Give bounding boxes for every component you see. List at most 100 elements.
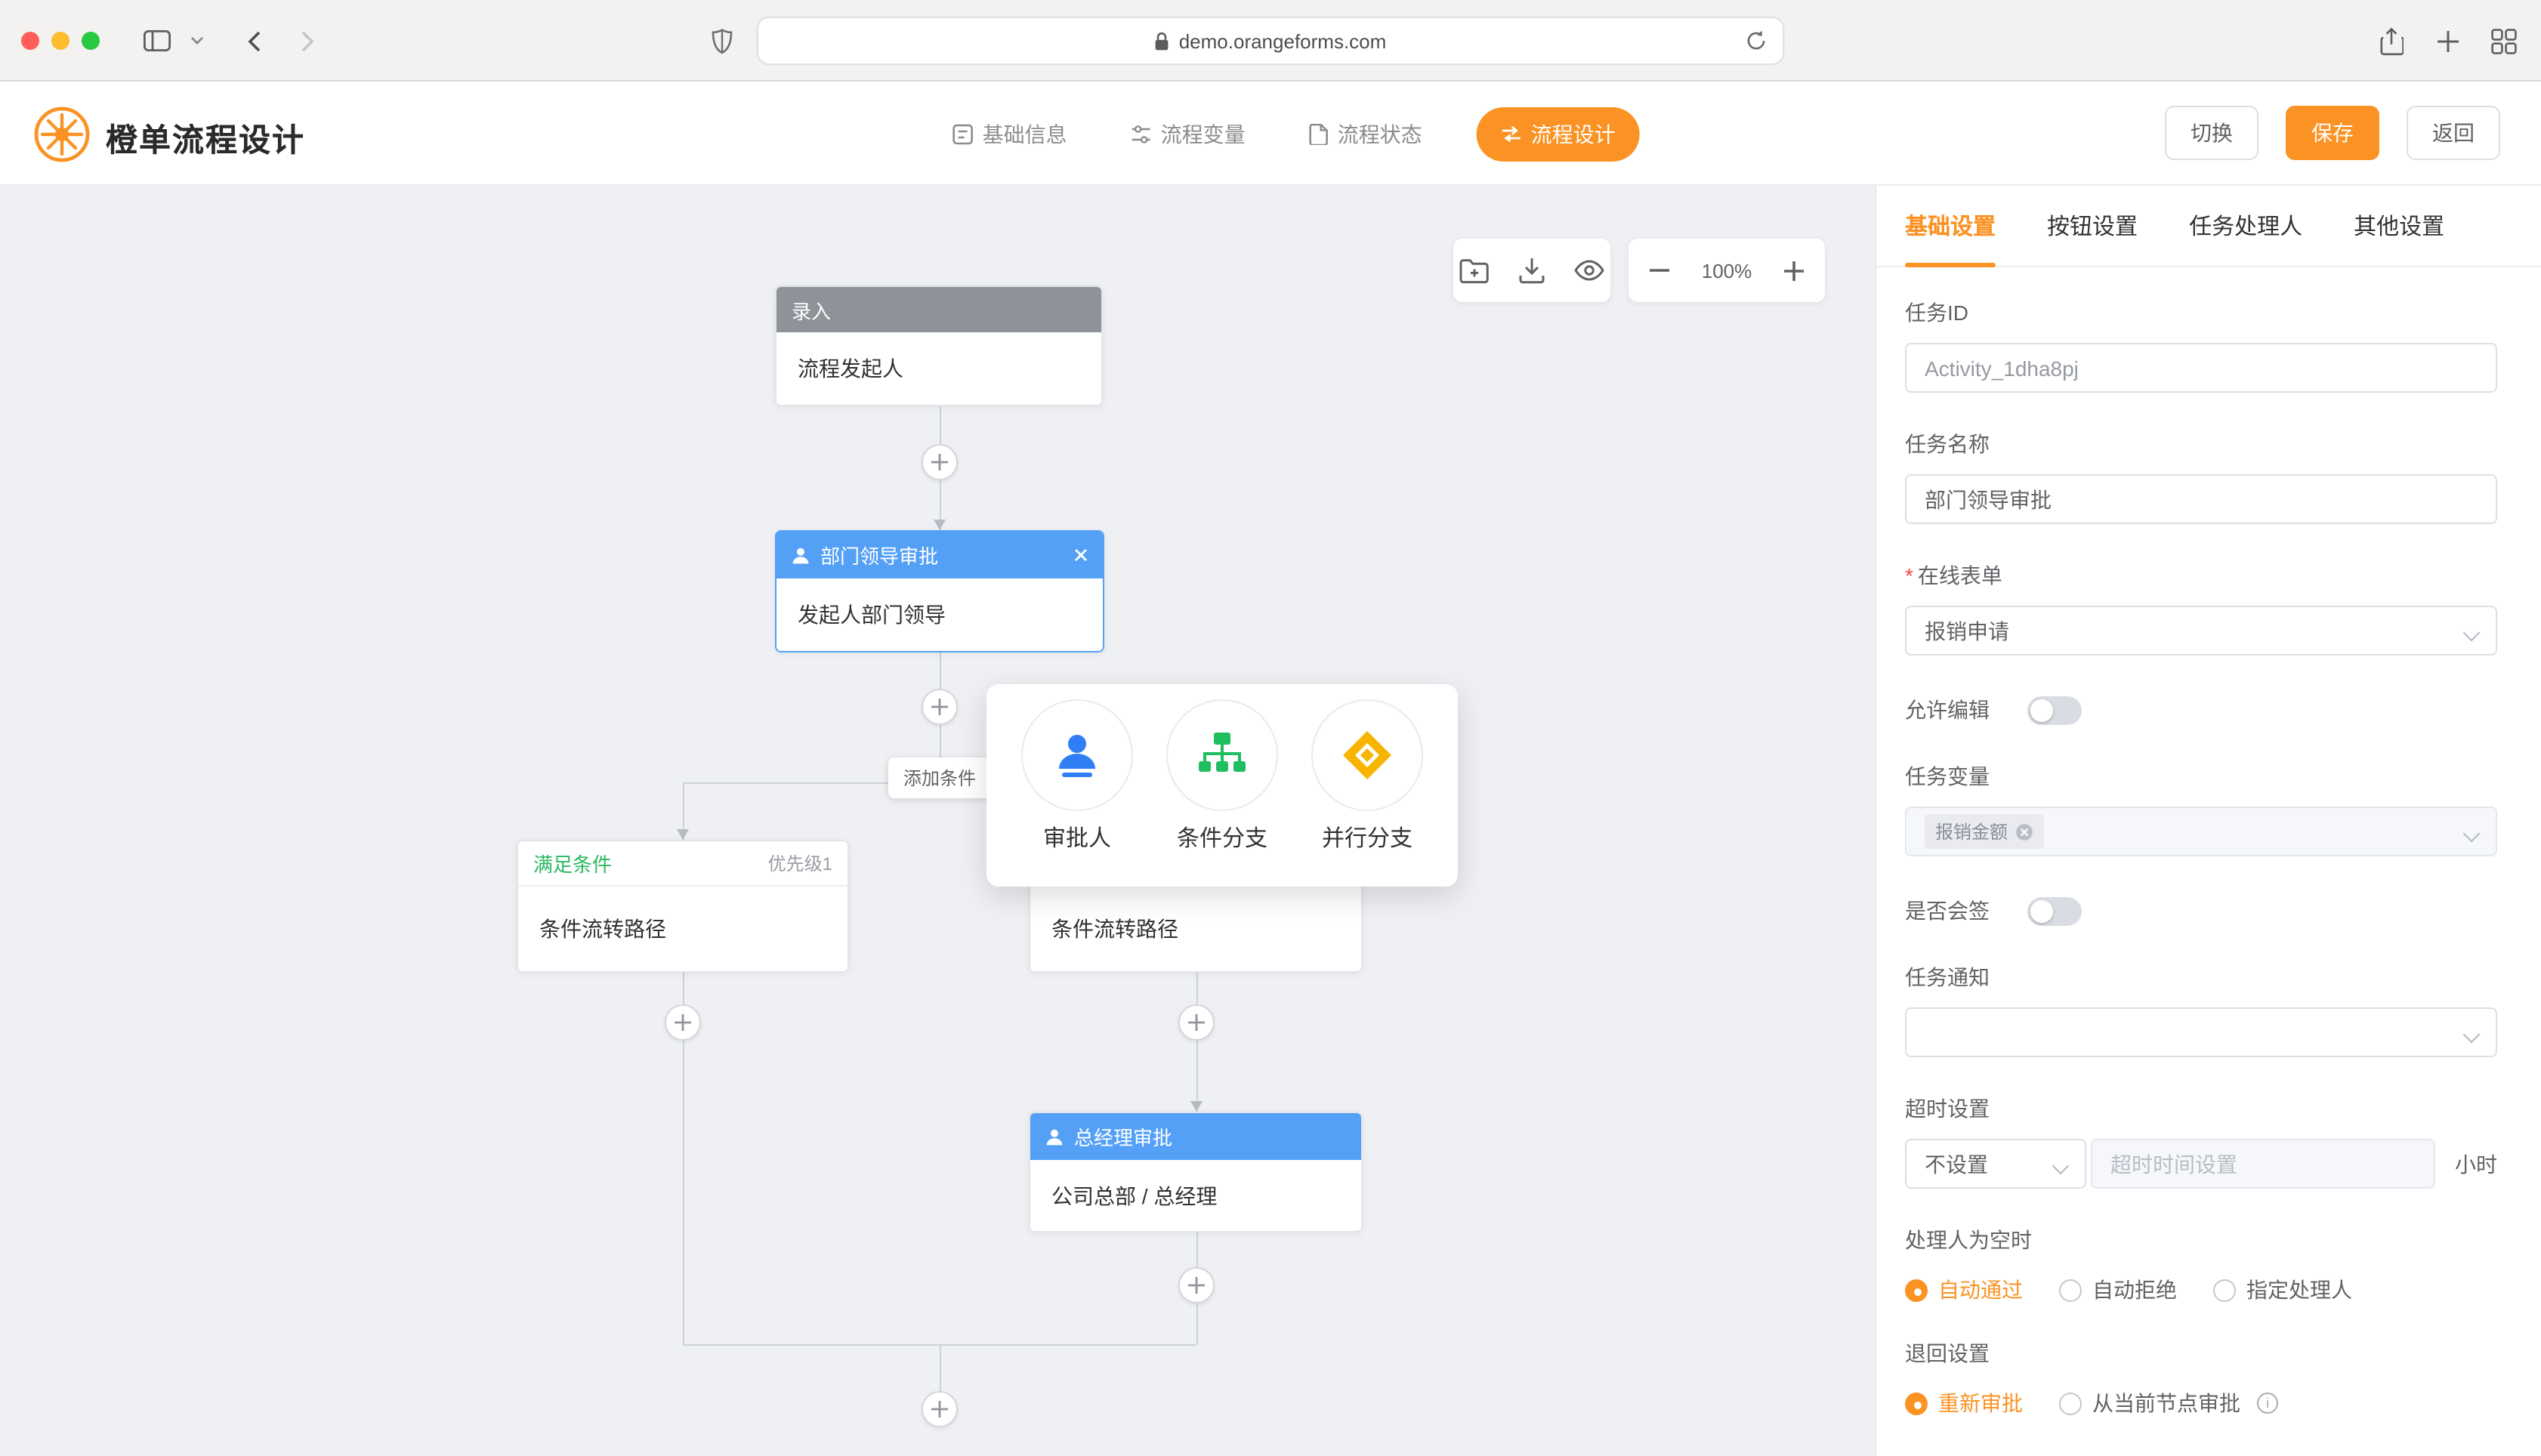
panel-tab-buttons[interactable]: 按钮设置 xyxy=(2047,214,2138,240)
delete-node-icon[interactable] xyxy=(1074,548,1088,562)
task-name-input[interactable]: 部门领导审批 xyxy=(1905,474,2497,524)
node-condition-left[interactable]: 满足条件 优先级1 条件流转路径 xyxy=(517,840,849,973)
node-condition-right-body: 条件流转路径 xyxy=(1030,887,1361,971)
field-countersign: 是否会签 xyxy=(1905,896,2497,926)
address-bar[interactable]: demo.orangeforms.com xyxy=(757,17,1784,65)
download-icon[interactable] xyxy=(1517,255,1547,285)
node-condition-left-body: 条件流转路径 xyxy=(518,887,848,971)
lock-icon xyxy=(1156,31,1169,50)
tab-overview-icon[interactable] xyxy=(2485,24,2521,57)
chevron-down-icon xyxy=(2462,624,2481,642)
app-logo xyxy=(33,106,91,163)
reload-icon[interactable] xyxy=(1745,29,1768,57)
add-node-button[interactable] xyxy=(1178,1004,1215,1041)
sidebar-toggle-icon[interactable] xyxy=(139,24,175,57)
add-node-button[interactable] xyxy=(922,1391,958,1427)
arrowhead xyxy=(1190,1101,1203,1112)
add-node-button[interactable] xyxy=(922,689,958,725)
chevron-down-icon xyxy=(2462,825,2481,843)
tab-process-variables[interactable]: 流程变量 xyxy=(1122,106,1255,161)
switch-button[interactable]: 切换 xyxy=(2165,106,2258,160)
panel-tab-other[interactable]: 其他设置 xyxy=(2354,214,2445,240)
node-gm-approval[interactable]: 总经理审批 公司总部 / 总经理 xyxy=(1029,1112,1363,1232)
radio-assign-handler[interactable]: 指定处理人 xyxy=(2213,1275,2352,1305)
radio-dot xyxy=(2059,1279,2082,1301)
share-icon[interactable] xyxy=(2373,24,2410,57)
add-node-popup: 审批人 条件分支 并行分支 xyxy=(986,684,1458,887)
user-icon xyxy=(792,547,809,563)
chevron-down-icon xyxy=(2462,1026,2481,1044)
condition-met-label: 满足条件 xyxy=(533,853,613,876)
parallel-branch-icon xyxy=(1311,699,1423,811)
popup-item-condition-branch[interactable]: 条件分支 xyxy=(1166,699,1278,853)
node-gm-header: 总经理审批 xyxy=(1030,1113,1361,1160)
panel-content: 任务ID Activity_1dha8pj 任务名称 部门领导审批 *在线表单 … xyxy=(1876,267,2541,1418)
save-button[interactable]: 保存 xyxy=(2286,106,2379,160)
forward-button[interactable] xyxy=(289,24,325,57)
timeout-unit: 小时 xyxy=(2455,1152,2497,1176)
approver-icon xyxy=(1021,699,1133,811)
variable-tag: 报销金额 xyxy=(1925,814,2045,849)
task-notify-select[interactable] xyxy=(1905,1007,2497,1057)
panel-tab-assignee[interactable]: 任务处理人 xyxy=(2189,214,2303,240)
zoom-out-icon[interactable] xyxy=(1644,255,1675,285)
tab-process-status[interactable]: 流程状态 xyxy=(1300,106,1431,161)
add-condition-label[interactable]: 添加条件 xyxy=(888,757,992,798)
browser-chrome: demo.orangeforms.com xyxy=(0,0,2541,82)
toggle-knob xyxy=(2030,699,2053,721)
minimize-window-button[interactable] xyxy=(51,32,69,50)
task-id-input[interactable]: Activity_1dha8pj xyxy=(1905,343,2497,393)
node-entry[interactable]: 录入 流程发起人 xyxy=(775,285,1103,406)
radio-restart-approval[interactable]: 重新审批 xyxy=(1905,1388,2023,1418)
online-form-select[interactable]: 报销申请 xyxy=(1905,606,2497,656)
node-entry-header: 录入 xyxy=(777,287,1101,332)
page-title: 橙单流程设计 xyxy=(106,124,305,159)
arrowhead xyxy=(934,520,946,530)
radio-auto-approve[interactable]: 自动通过 xyxy=(1905,1275,2023,1305)
add-node-button[interactable] xyxy=(922,444,958,480)
timeout-mode-select[interactable]: 不设置 xyxy=(1905,1139,2086,1189)
form-icon xyxy=(952,123,973,144)
open-file-icon[interactable] xyxy=(1459,255,1490,285)
close-window-button[interactable] xyxy=(21,32,39,50)
sidebar-chevron-icon[interactable] xyxy=(178,24,215,57)
add-node-button[interactable] xyxy=(1178,1267,1215,1303)
back-button[interactable] xyxy=(236,24,272,57)
tag-remove-icon[interactable] xyxy=(2015,822,2033,841)
header-tabs: 基础信息 流程变量 流程状态 流程设计 xyxy=(943,82,1640,186)
connector-line xyxy=(683,782,684,840)
settings-panel: 基础设置 按钮设置 任务处理人 其他设置 任务ID Activity_1dha8… xyxy=(1875,186,2541,1456)
node-condition-left-header: 满足条件 优先级1 xyxy=(518,841,848,887)
arrowhead xyxy=(677,829,689,840)
timeout-input[interactable] xyxy=(2110,1152,2416,1176)
back-to-list-button[interactable]: 返回 xyxy=(2407,106,2500,160)
field-task-id: 任务ID Activity_1dha8pj xyxy=(1905,298,2497,393)
panel-tab-basic[interactable]: 基础设置 xyxy=(1905,185,1996,267)
popup-item-parallel-branch[interactable]: 并行分支 xyxy=(1311,699,1423,853)
flow-canvas[interactable]: 100% 录入 流程发起人 部门领导审批 发起人部门领导 xyxy=(0,186,1875,1456)
node-dept-body: 发起人部门领导 xyxy=(777,578,1103,651)
required-mark: * xyxy=(1905,563,1913,588)
timeout-value-input[interactable] xyxy=(2091,1139,2435,1189)
popup-item-approver[interactable]: 审批人 xyxy=(1021,699,1133,853)
radio-auto-reject[interactable]: 自动拒绝 xyxy=(2059,1275,2177,1305)
tab-basic-info[interactable]: 基础信息 xyxy=(943,106,1076,161)
sliders-icon xyxy=(1132,125,1150,143)
info-icon: i xyxy=(2257,1393,2278,1414)
tab-process-design[interactable]: 流程设计 xyxy=(1476,106,1640,161)
preview-eye-icon[interactable] xyxy=(1574,255,1604,285)
task-variable-select[interactable]: 报销金额 xyxy=(1905,807,2497,856)
maximize-window-button[interactable] xyxy=(82,32,100,50)
allow-edit-toggle[interactable] xyxy=(2027,696,2082,724)
add-node-button[interactable] xyxy=(665,1004,701,1041)
field-allow-edit: 允许编辑 xyxy=(1905,695,2497,725)
node-dept-approval[interactable]: 部门领导审批 发起人部门领导 xyxy=(775,530,1104,652)
canvas-file-toolbar xyxy=(1453,239,1610,302)
privacy-shield-icon[interactable] xyxy=(704,24,740,57)
chevron-down-icon xyxy=(2052,1157,2070,1175)
new-tab-icon[interactable] xyxy=(2429,24,2465,57)
countersign-toggle[interactable] xyxy=(2027,896,2082,925)
zoom-in-icon[interactable] xyxy=(1779,255,1809,285)
